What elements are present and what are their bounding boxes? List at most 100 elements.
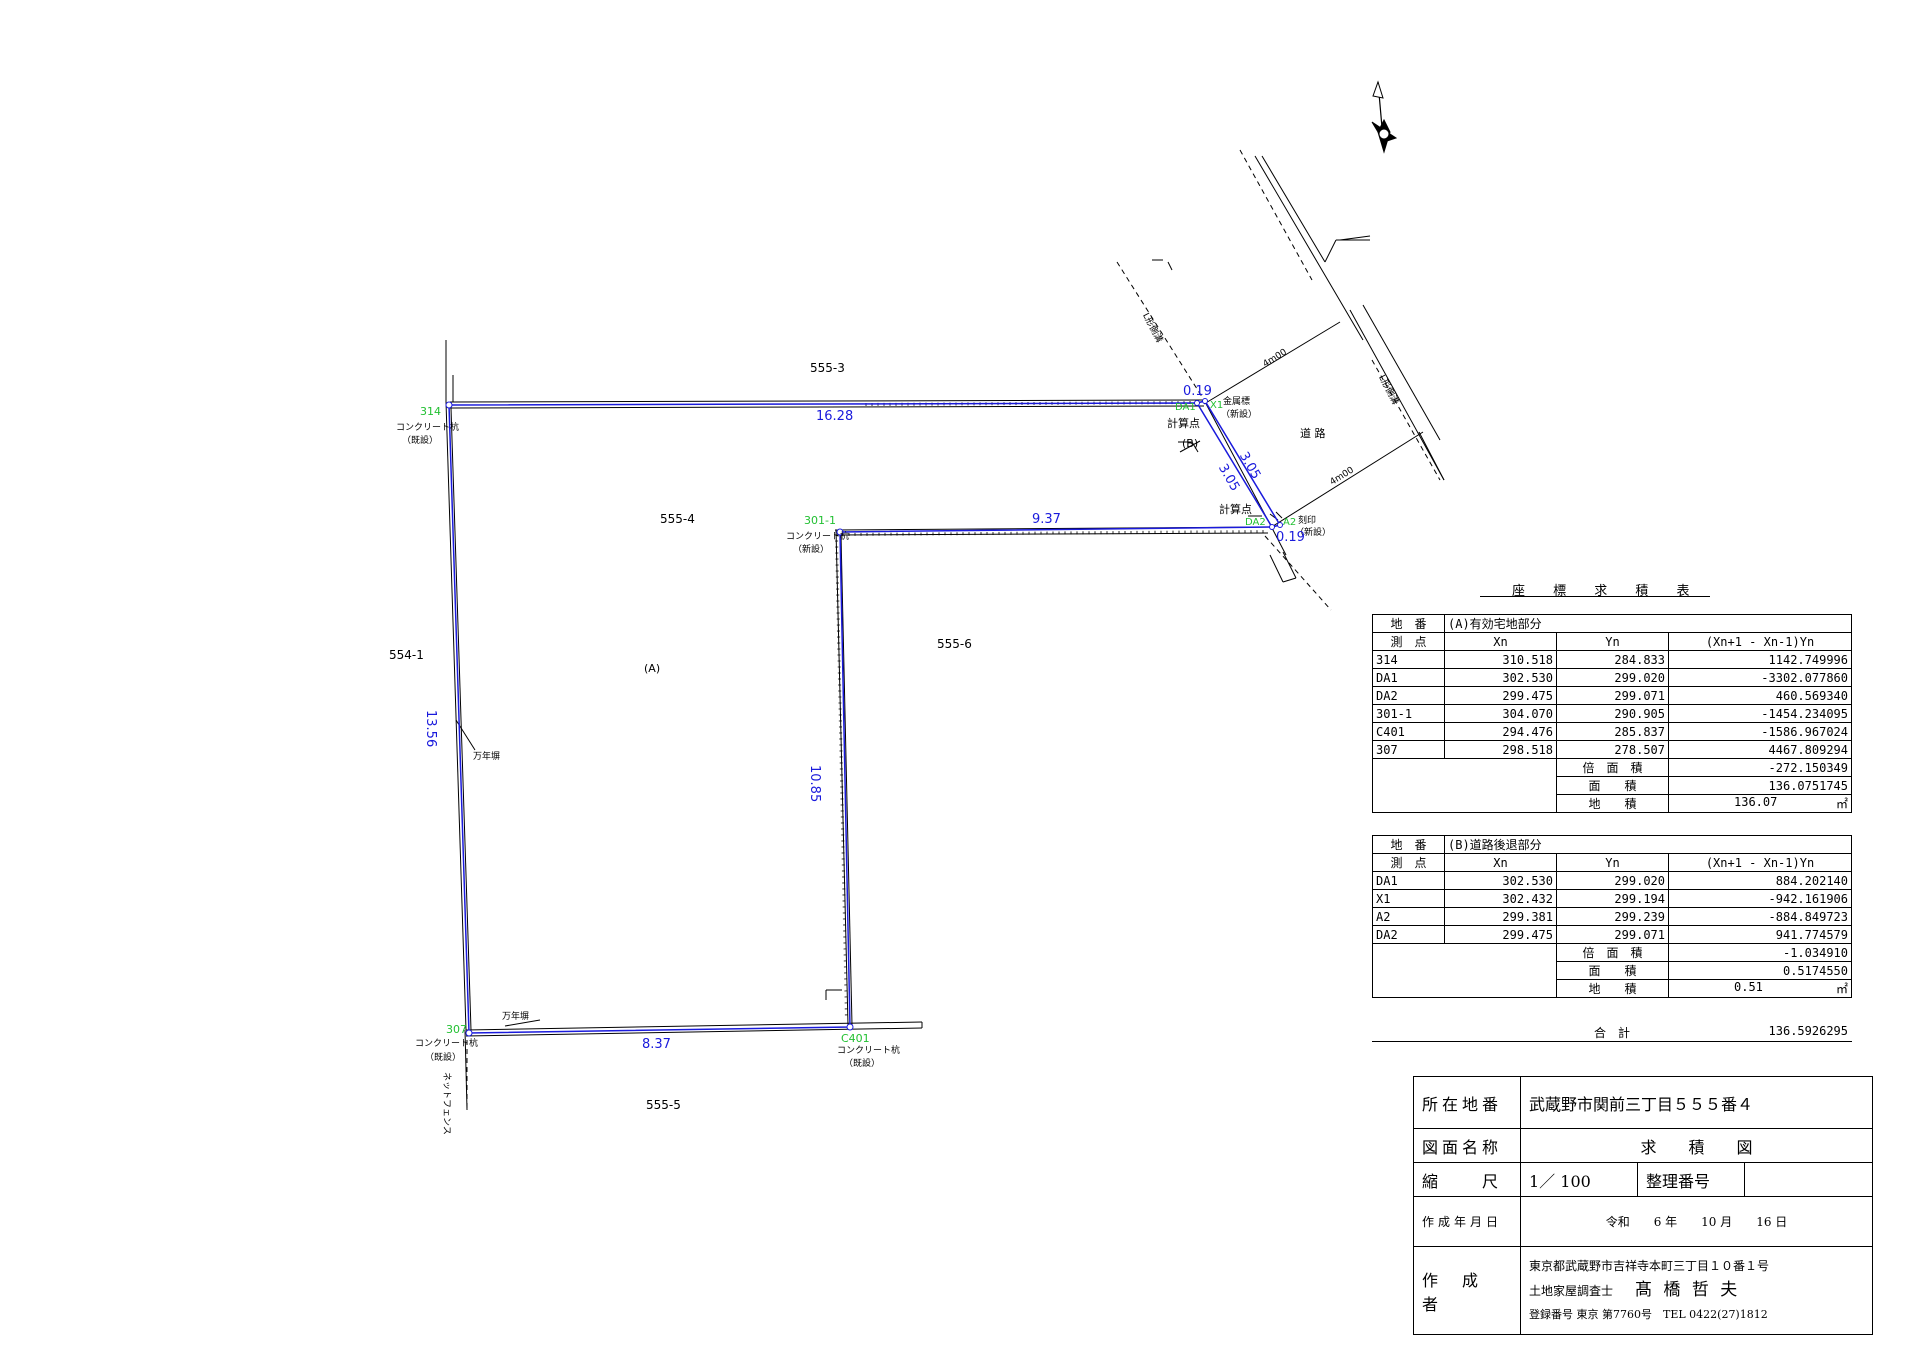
cell-p: A2	[1372, 907, 1445, 926]
marker-a2-note: 刻印	[1298, 516, 1317, 526]
scale-label: 縮 尺	[1413, 1162, 1521, 1197]
parcel-555-3-label: 555-3	[810, 361, 845, 375]
dimension-314-da1: 16.28	[816, 409, 854, 424]
title-underline	[1480, 596, 1710, 597]
ref-label: 整理番号	[1637, 1162, 1745, 1197]
area-b-label: (B)	[1182, 437, 1199, 450]
col-xn: Xn	[1444, 632, 1557, 651]
land-area-value: 0.51	[1734, 980, 1763, 994]
cell-v: 941.774579	[1668, 925, 1852, 944]
area-label: 面 積	[1556, 961, 1669, 980]
cell-v: 460.569340	[1668, 686, 1852, 705]
unit-label: ㎡	[1835, 797, 1848, 811]
point-x1-label: X1	[1210, 400, 1224, 411]
cell-p: 314	[1372, 650, 1445, 669]
cell-v: -884.849723	[1668, 907, 1852, 926]
lot-label: 地 番	[1372, 835, 1445, 854]
point-da2-label: DA2	[1245, 517, 1266, 528]
marker-301-status: （新設）	[793, 545, 830, 555]
marker-x1-status: （新設）	[1221, 410, 1258, 420]
author-label: 作 成 者	[1413, 1246, 1521, 1335]
cell-yn: 299.239	[1556, 907, 1669, 926]
drawing-name-label: 図面名称	[1413, 1128, 1521, 1163]
col-calc: (Xn+1 - Xn-1)Yn	[1668, 632, 1852, 651]
double-area-value: -272.150349	[1668, 758, 1852, 777]
parcel-555-4-label: 555-4	[660, 512, 695, 526]
cell-yn: 278.507	[1556, 740, 1669, 759]
coordinate-table-title: 座 標 求 積 表	[1512, 584, 1702, 599]
cell-xn: 302.530	[1444, 668, 1557, 687]
cell-xn: 298.518	[1444, 740, 1557, 759]
cell-p: 301-1	[1372, 704, 1445, 723]
point-307-label: 307	[446, 1023, 467, 1036]
cell-yn: 299.071	[1556, 925, 1669, 944]
marker-307-note: コンクリート杭	[415, 1039, 479, 1049]
cell-v: -1454.234095	[1668, 704, 1852, 723]
table-a: 地 番 (A)有効宅地部分 測 点 Xn Yn (Xn+1 - Xn-1)Yn …	[1372, 614, 1852, 813]
total-row: 合 計 136.5926295	[1372, 1024, 1852, 1042]
marker-307-status: （既設）	[425, 1053, 462, 1063]
total-label: 合 計	[1594, 1026, 1631, 1040]
author-name: 髙 橋 哲 夫	[1635, 1280, 1741, 1300]
lot-value: (A)有効宅地部分	[1444, 614, 1852, 633]
marker-301-note: コンクリート杭	[786, 532, 850, 542]
land-area-label: 地 積	[1556, 979, 1669, 998]
calc-point-2-label: 計算点	[1219, 503, 1252, 516]
cell-p: 307	[1372, 740, 1445, 759]
point-c401-label: C401	[841, 1032, 870, 1045]
dimension-da1-x1: 0.19	[1183, 384, 1212, 399]
marker-c401-note: コンクリート杭	[837, 1046, 901, 1056]
cell-xn: 299.381	[1444, 907, 1557, 926]
title-block: 所在地番 武蔵野市関前三丁目５５５番４ 図面名称 求 積 図 縮 尺 1／ 10…	[1413, 1076, 1873, 1335]
marker-314-note: コンクリート杭	[396, 423, 460, 433]
double-area-label: 倍 面 積	[1556, 758, 1669, 777]
cell-p: C401	[1372, 722, 1445, 741]
point-a2-label: A2	[1283, 517, 1297, 528]
cell-yn: 285.837	[1556, 722, 1669, 741]
land-area-label: 地 積	[1556, 794, 1669, 813]
blank-cell	[1372, 943, 1557, 998]
author-title-row: 土地家屋調査士髙 橋 哲 夫	[1529, 1278, 1864, 1303]
area-label: 面 積	[1556, 776, 1669, 795]
cell-p: DA1	[1372, 871, 1445, 890]
cell-xn: 299.475	[1444, 686, 1557, 705]
cell-yn: 299.194	[1556, 889, 1669, 908]
cell-yn: 284.833	[1556, 650, 1669, 669]
area-a-label: (A)	[644, 662, 661, 675]
location-label: 所在地番	[1413, 1076, 1521, 1129]
col-calc: (Xn+1 - Xn-1)Yn	[1668, 853, 1852, 872]
parcel-555-5-label: 555-5	[646, 1098, 681, 1112]
cell-v: 884.202140	[1668, 871, 1852, 890]
marker-c401-status: （既設）	[844, 1059, 881, 1069]
location-value: 武蔵野市関前三丁目５５５番４	[1520, 1076, 1873, 1129]
area-value: 136.0751745	[1668, 776, 1852, 795]
dimension-314-307: 13.56	[423, 710, 438, 748]
cell-xn: 302.530	[1444, 871, 1557, 890]
cell-p: DA2	[1372, 686, 1445, 705]
cell-v: 4467.809294	[1668, 740, 1852, 759]
ref-value	[1744, 1162, 1873, 1197]
table-b: 地 番 (B)道路後退部分 測 点 Xn Yn (Xn+1 - Xn-1)Yn …	[1372, 835, 1852, 998]
col-yn: Yn	[1556, 853, 1669, 872]
point-label: 測 点	[1372, 853, 1445, 872]
cell-yn: 299.071	[1556, 686, 1669, 705]
road-label: 道 路	[1300, 427, 1326, 440]
dimension-301-da2: 9.37	[1032, 512, 1061, 527]
cell-xn: 304.070	[1444, 704, 1557, 723]
north-arrow-icon	[1371, 80, 1398, 154]
date-label: 作成年月日	[1413, 1196, 1521, 1247]
marker-x1-note: 金属標	[1223, 397, 1251, 407]
cell-xn: 299.475	[1444, 925, 1557, 944]
cell-yn: 299.020	[1556, 668, 1669, 687]
parcel-555-6-label: 555-6	[937, 637, 972, 651]
scale-value: 1／ 100	[1520, 1162, 1638, 1197]
cell-xn: 294.476	[1444, 722, 1557, 741]
wall-label-1: 万年塀	[473, 752, 501, 762]
